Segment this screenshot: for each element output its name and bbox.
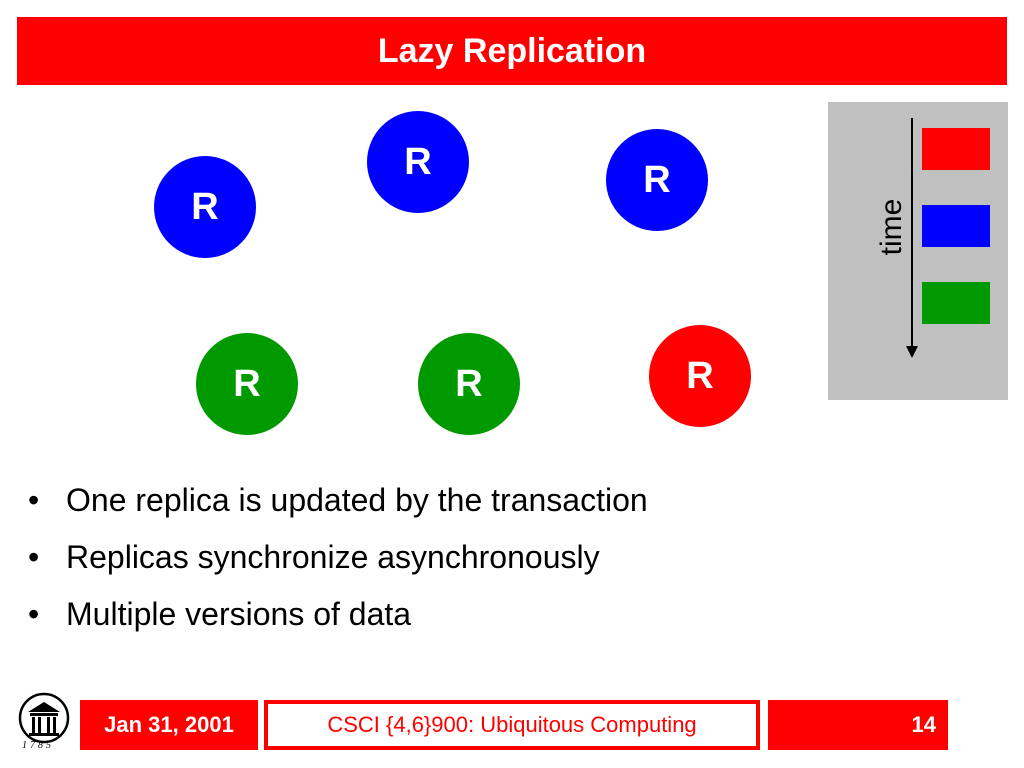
page-number-text: 14	[911, 712, 936, 737]
bullet-item: • Replicas synchronize asynchronously	[28, 535, 648, 592]
bullet-item: • One replica is updated by the transact…	[28, 478, 648, 535]
footer-date: Jan 31, 2001	[80, 700, 258, 750]
logo-year: 1785	[22, 740, 54, 751]
replica-label: R	[404, 140, 432, 183]
replica-label: R	[233, 362, 261, 405]
replica-node-4: R	[196, 333, 298, 435]
footer-course: CSCI {4,6}900: Ubiquitous Computing	[264, 700, 760, 750]
bullet-text: One replica is updated by the transactio…	[66, 482, 648, 518]
bullet-text: Multiple versions of data	[66, 596, 412, 632]
replica-label: R	[191, 185, 219, 228]
legend-swatch-green	[922, 282, 990, 324]
replica-label: R	[455, 362, 483, 405]
timeline-axis	[911, 118, 913, 348]
bullet-item: • Multiple versions of data	[28, 592, 648, 649]
university-arch-logo-icon	[16, 690, 74, 752]
footer-page-number: 14	[768, 700, 948, 750]
replica-node-5: R	[418, 333, 520, 435]
timeline-legend: time	[828, 102, 1008, 400]
slide-title: Lazy Replication	[377, 31, 647, 70]
bullet-dot-icon: •	[28, 596, 40, 632]
footer-date-text: Jan 31, 2001	[104, 712, 234, 737]
bullet-dot-icon: •	[28, 539, 40, 575]
bullet-list: • One replica is updated by the transact…	[28, 478, 648, 649]
replica-node-1: R	[154, 156, 256, 258]
footer-course-text: CSCI {4,6}900: Ubiquitous Computing	[327, 712, 697, 737]
replica-node-2: R	[367, 111, 469, 213]
replica-node-6: R	[649, 325, 751, 427]
replica-label: R	[686, 354, 714, 397]
arrow-down-icon	[906, 346, 918, 358]
replica-label: R	[643, 158, 671, 201]
legend-swatch-blue	[922, 205, 990, 247]
bullet-text: Replicas synchronize asynchronously	[66, 539, 600, 575]
title-bar: Lazy Replication	[17, 17, 1007, 85]
time-label: time	[875, 198, 908, 256]
footer-course-inner	[268, 704, 756, 746]
bullet-dot-icon: •	[28, 482, 40, 518]
replica-node-3: R	[606, 129, 708, 231]
legend-swatch-red	[922, 128, 990, 170]
